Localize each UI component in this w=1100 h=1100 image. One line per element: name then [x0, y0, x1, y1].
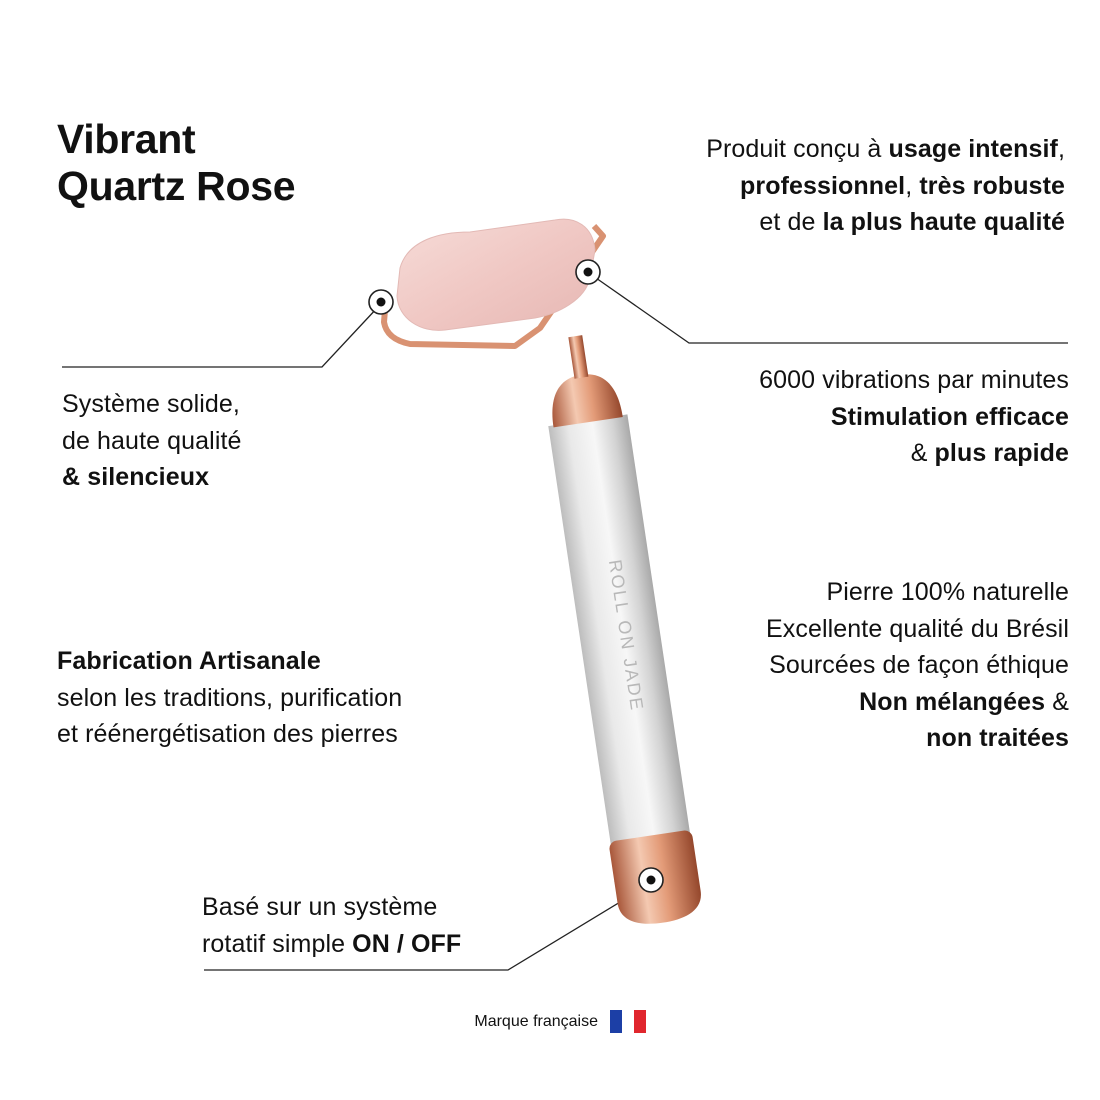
- feature-vibration-line: 6000 vibrations par minutes: [759, 366, 1069, 394]
- callout-line-switch: [204, 889, 641, 971]
- feature-stone-line: Pierre 100% naturelle: [826, 578, 1069, 606]
- feature-vibration-bold: plus rapide: [934, 439, 1069, 467]
- feature-system-bold: & silencieux: [62, 463, 210, 491]
- feature-vibration-bold: Stimulation efficace: [830, 402, 1069, 431]
- feature-system: Système solide, de haute qualité & silen…: [62, 386, 242, 496]
- feature-switch-line: Basé sur un système: [202, 893, 438, 921]
- feature-quality-bold: usage intensif: [888, 135, 1058, 163]
- flag-stripe-blue: [610, 1010, 622, 1033]
- feature-system-line: Système solide,: [62, 390, 240, 418]
- french-flag-icon: [610, 1010, 646, 1033]
- feature-switch: Basé sur un système rotatif simple ON / …: [202, 889, 461, 962]
- feature-vibration: 6000 vibrations par minutes Stimulation …: [759, 362, 1069, 472]
- feature-stone-text: &: [1045, 687, 1069, 716]
- feature-switch-text: rotatif simple: [202, 929, 353, 958]
- feature-system-line: de haute qualité: [62, 426, 242, 455]
- feature-quality-text: et de: [759, 208, 823, 236]
- feature-stone-line: Excellente qualité du Brésil: [766, 614, 1069, 643]
- feature-craft-bold: Fabrication Artisanale: [57, 647, 321, 675]
- flag-stripe-white: [622, 1010, 634, 1033]
- feature-stone-bold: Non mélangées: [859, 687, 1046, 716]
- callout-lines: [62, 277, 1068, 971]
- feature-quality-text: ,: [905, 171, 920, 200]
- product-title: Vibrant Quartz Rose: [57, 116, 296, 210]
- callout-marker-system: [368, 289, 394, 315]
- feature-quality-text: ,: [1057, 135, 1065, 163]
- feature-craft: Fabrication Artisanale selon les traditi…: [57, 643, 402, 753]
- flag-stripe-red: [634, 1010, 646, 1033]
- callout-line-system: [62, 306, 379, 368]
- feature-quality-bold: professionnel: [740, 171, 906, 200]
- feature-stone-bold: non traitées: [926, 724, 1069, 752]
- callout-marker-quality: [575, 259, 601, 285]
- feature-stone: Pierre 100% naturelle Excellente qualité…: [766, 574, 1069, 757]
- title-line-1: Vibrant: [57, 116, 196, 162]
- feature-vibration-text: &: [910, 439, 935, 467]
- feature-quality: Produit conçu à usage intensif, professi…: [706, 131, 1065, 241]
- feature-quality-bold: très robuste: [919, 171, 1065, 200]
- feature-craft-line: et réénergétisation des pierres: [57, 720, 398, 748]
- feature-switch-bold: ON / OFF: [352, 929, 462, 958]
- feature-stone-line: Sourcées de façon éthique: [769, 651, 1069, 679]
- roller-handle: ROLL ON JADE: [548, 335, 701, 924]
- brand-origin-label: Marque française: [474, 1013, 598, 1030]
- feature-quality-bold: la plus haute qualité: [822, 208, 1065, 236]
- feature-quality-text: Produit conçu à: [706, 135, 889, 163]
- feature-craft-line: selon les traditions, purification: [57, 683, 403, 712]
- callout-line-quality: [595, 277, 1068, 344]
- footer: Marque française: [0, 1008, 1100, 1036]
- title-line-2: Quartz Rose: [57, 163, 296, 209]
- callout-marker-switch: [638, 867, 664, 893]
- quartz-stone: [396, 218, 596, 331]
